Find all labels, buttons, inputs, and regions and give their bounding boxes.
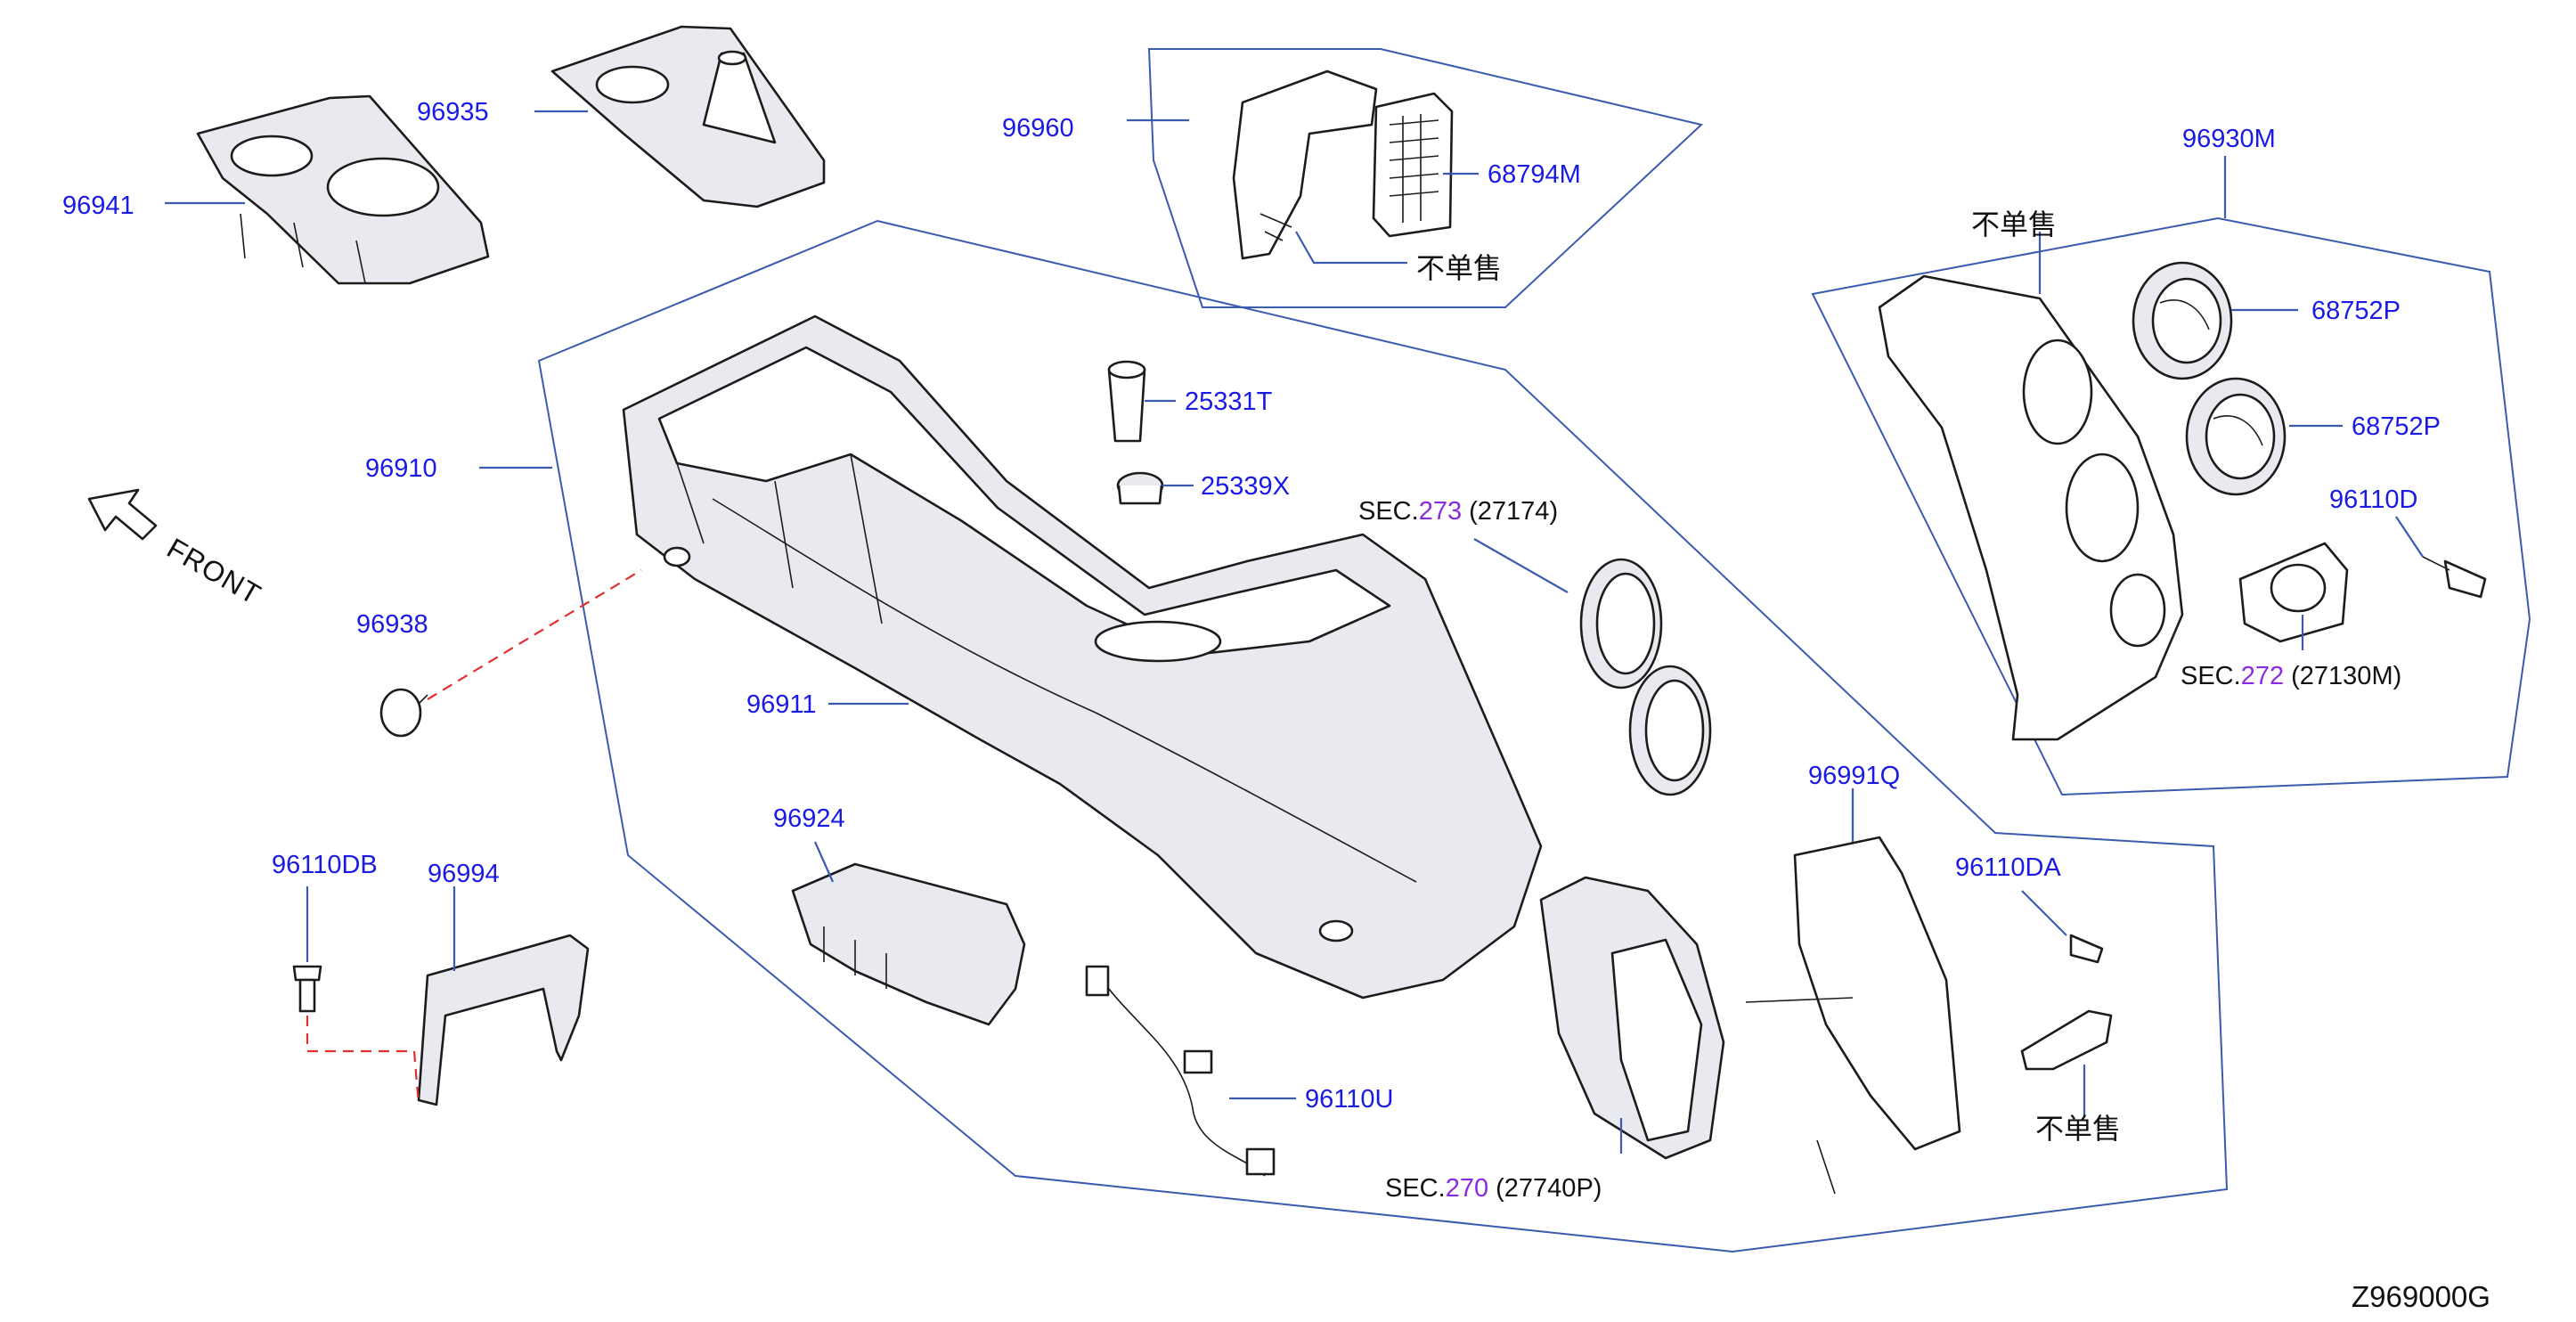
label-96938: 96938 bbox=[356, 610, 428, 639]
label-96924: 96924 bbox=[773, 804, 845, 833]
label-sec270: SEC.270 (27740P) bbox=[1385, 1174, 1602, 1203]
clip-96110DA bbox=[2069, 934, 2104, 964]
finisher-panel-96930M bbox=[1878, 274, 2184, 741]
leader-96924 bbox=[813, 841, 835, 883]
diagram-code: Z969000G bbox=[2352, 1280, 2490, 1313]
label-96110DB: 96110DB bbox=[272, 851, 378, 879]
group-outline-main-console bbox=[537, 219, 2229, 1253]
label-front: FRONT bbox=[162, 532, 267, 611]
label-25339X: 25339X bbox=[1201, 472, 1290, 501]
label-96110U: 96110U bbox=[1305, 1085, 1393, 1114]
grille-68794M bbox=[1372, 92, 1454, 238]
clip-96110D bbox=[2422, 556, 2487, 599]
vent-register-68752P-upper bbox=[2132, 261, 2233, 380]
label-not-sold-3: 不单售 bbox=[2035, 1112, 2121, 1146]
label-96941: 96941 bbox=[62, 192, 135, 220]
label-96994: 96994 bbox=[428, 860, 500, 888]
label-96911: 96911 bbox=[746, 690, 817, 719]
power-socket-25331T bbox=[1107, 360, 1146, 443]
label-96110D: 96110D bbox=[2329, 486, 2417, 514]
hidden-link-96110DB bbox=[306, 1016, 420, 1106]
bracket-96991Q bbox=[1745, 836, 1961, 1195]
label-96960: 96960 bbox=[1002, 114, 1074, 143]
label-68752P-b: 68752P bbox=[2352, 412, 2441, 441]
shift-finisher-96935 bbox=[550, 25, 826, 208]
leader-sec273 bbox=[1473, 538, 1569, 593]
label-68752P-a: 68752P bbox=[2311, 297, 2401, 325]
bracket-96924 bbox=[791, 862, 1026, 1026]
label-96930M: 96930M bbox=[2182, 125, 2276, 153]
panel-96960 bbox=[1232, 69, 1378, 260]
cupholder-finisher-96941 bbox=[196, 94, 490, 285]
label-96110DA: 96110DA bbox=[1955, 853, 2061, 882]
group-outline-96960 bbox=[1147, 48, 1704, 308]
label-96991Q: 96991Q bbox=[1808, 762, 1900, 790]
hidden-link-96938 bbox=[427, 569, 642, 700]
label-25331T: 25331T bbox=[1185, 388, 1273, 416]
knob-sec272 bbox=[2238, 542, 2349, 643]
label-not-sold-1: 不单售 bbox=[1416, 251, 1502, 285]
socket-cap-25339X bbox=[1116, 471, 1164, 505]
cover-sec270 bbox=[1539, 876, 1725, 1160]
small-bracket-not-sold bbox=[2020, 1009, 2113, 1071]
bezel-rings-sec273 bbox=[1579, 558, 1712, 796]
label-sec272: SEC.272 (27130M) bbox=[2181, 662, 2401, 690]
leader-96110DA bbox=[2021, 890, 2067, 936]
label-96935: 96935 bbox=[417, 98, 489, 126]
leader-not-sold-1 bbox=[1295, 231, 1407, 265]
harness-96110U bbox=[1085, 965, 1276, 1177]
label-68794M: 68794M bbox=[1488, 160, 1581, 189]
label-not-sold-2: 不单售 bbox=[1971, 208, 2057, 241]
leader-96110D bbox=[2395, 516, 2424, 558]
clip-96938 bbox=[379, 688, 428, 738]
bracket-96994 bbox=[417, 934, 590, 1106]
front-arrow-icon bbox=[87, 488, 158, 541]
group-outline-96930M bbox=[1811, 216, 2531, 796]
bolt-96110DB bbox=[292, 965, 322, 1013]
center-console-96911 bbox=[622, 314, 1543, 1000]
label-96910: 96910 bbox=[365, 454, 437, 483]
vent-register-68752P-lower bbox=[2185, 377, 2287, 496]
label-sec273: SEC.273 (27174) bbox=[1358, 497, 1558, 526]
